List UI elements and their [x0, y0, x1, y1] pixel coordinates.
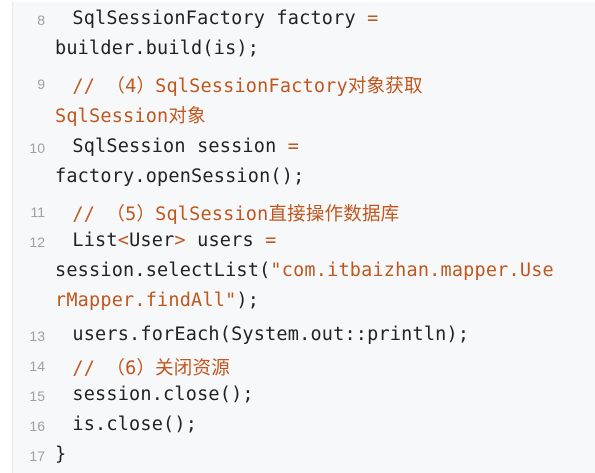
line-number: 12: [29, 234, 45, 250]
line-number: 14: [29, 358, 45, 374]
code-text: factory.openSession();: [55, 166, 305, 187]
line-number: 13: [29, 328, 45, 344]
code-text: session.close();: [27, 384, 254, 405]
line-number: 15: [29, 388, 45, 404]
code-text: SqlSessionFactory factory =: [27, 8, 379, 29]
line-number: 9: [37, 76, 45, 92]
code-text: List<User> users =: [27, 230, 277, 251]
code-text: is.close();: [27, 414, 198, 435]
code-comment: // （6）关闭资源: [27, 358, 230, 379]
code-comment: SqlSession对象: [55, 106, 206, 127]
code-text: SqlSession session =: [27, 136, 300, 157]
code-text: session.selectList("com.itbaizhan.mapper…: [55, 260, 554, 281]
code-block: 8 SqlSessionFactory factory = builder.bu…: [12, 2, 595, 473]
code-comment: // （5）SqlSession直接操作数据库: [27, 204, 400, 225]
line-number: 16: [29, 418, 45, 434]
line-number: 10: [29, 140, 45, 156]
code-text: }: [55, 444, 67, 465]
line-number: 8: [37, 12, 45, 28]
line-number: 11: [30, 204, 45, 220]
code-text: rMapper.findAll");: [55, 290, 260, 311]
line-number: 17: [29, 448, 45, 464]
code-text: builder.build(is);: [55, 38, 260, 59]
code-comment: // （4）SqlSessionFactory对象获取: [27, 76, 423, 97]
code-text: users.forEach(System.out::println);: [27, 324, 470, 345]
